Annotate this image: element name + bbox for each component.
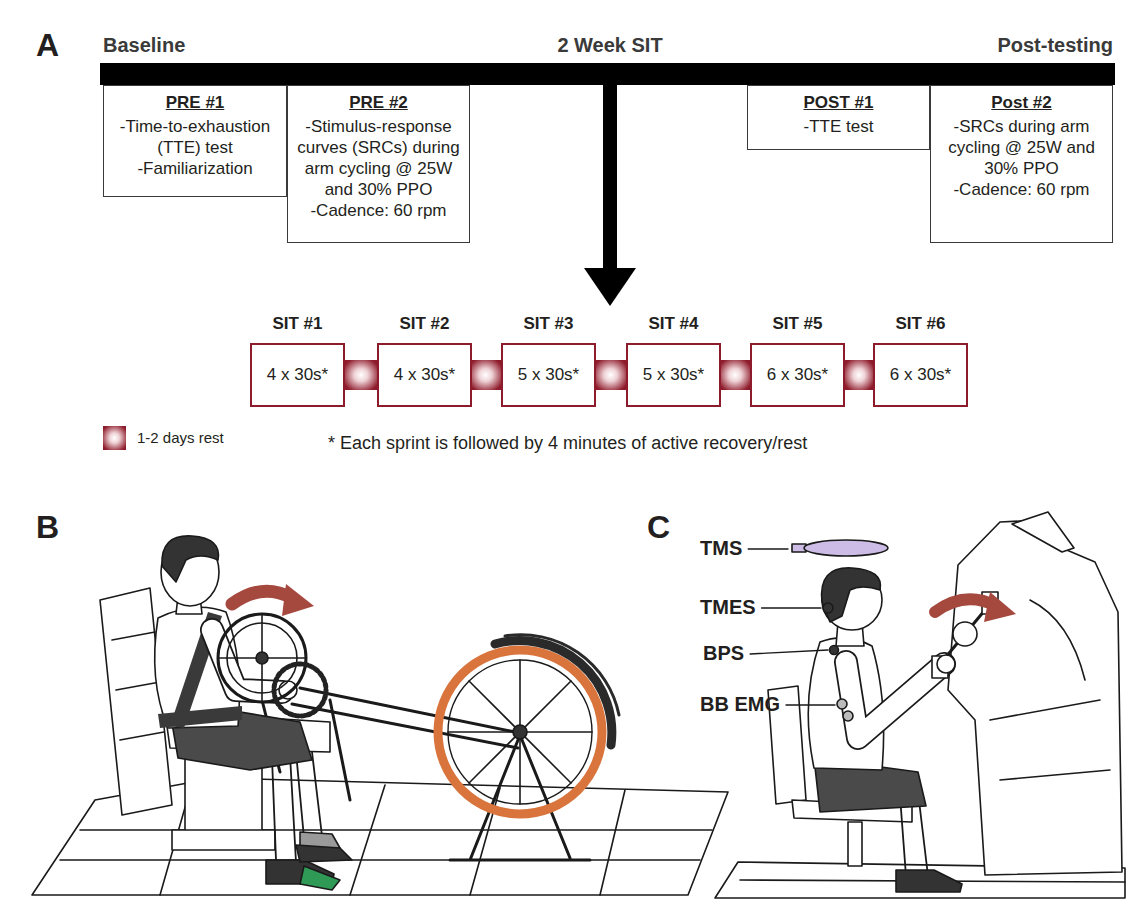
session-box: SIT #56 x 30s* bbox=[750, 343, 845, 407]
box-heading: SIT #2 bbox=[379, 312, 470, 336]
box-text: -Stimulus-response curves (SRCs) during … bbox=[292, 116, 465, 200]
box-heading: SIT #3 bbox=[503, 312, 594, 336]
panel-label: C bbox=[647, 508, 670, 546]
box-heading: PRE #2 bbox=[292, 92, 465, 114]
leader-line bbox=[750, 650, 828, 654]
box-text: 4 x 30s* bbox=[379, 365, 470, 385]
box-text: -TTE test bbox=[752, 116, 925, 137]
session-box: SIT #24 x 30s* bbox=[377, 343, 472, 407]
footnote: * Each sprint is followed by 4 minutes o… bbox=[328, 432, 807, 454]
protocol-box: PRE #2-Stimulus-response curves (SRCs) d… bbox=[287, 85, 470, 243]
box-text: -SRCs during arm cycling @ 25W and 30% P… bbox=[935, 116, 1108, 179]
box-heading: SIT #6 bbox=[875, 312, 966, 336]
timeline-bar bbox=[100, 63, 1115, 85]
callout-label: TMES bbox=[700, 595, 756, 619]
box-heading: POST #1 bbox=[752, 92, 925, 114]
leader-line bbox=[786, 704, 835, 705]
leader-line bbox=[748, 548, 788, 549]
box-heading: Post #2 bbox=[935, 92, 1108, 114]
callout-label: BPS bbox=[703, 641, 744, 665]
box-text: 6 x 30s* bbox=[752, 365, 843, 385]
box-text: 6 x 30s* bbox=[875, 365, 966, 385]
session-box: SIT #45 x 30s* bbox=[626, 343, 721, 407]
box-text: 5 x 30s* bbox=[503, 365, 594, 385]
box-heading: SIT #5 bbox=[752, 312, 843, 336]
protocol-box: Post #2-SRCs during arm cycling @ 25W an… bbox=[930, 85, 1113, 243]
legend-swatch bbox=[103, 426, 126, 450]
box-text: -Cadence: 60 rpm bbox=[935, 179, 1108, 200]
callout-label: BB EMG bbox=[700, 692, 780, 716]
protocol-box: POST #1-TTE test bbox=[747, 85, 930, 150]
box-text: 4 x 30s* bbox=[252, 365, 343, 385]
panel-label: A bbox=[36, 26, 59, 64]
session-box: SIT #35 x 30s* bbox=[501, 343, 596, 407]
box-text: -Familiarization bbox=[108, 158, 282, 179]
protocol-box: PRE #1-Time-to-exhaustion (TTE) test-Fam… bbox=[103, 85, 287, 197]
box-heading: SIT #1 bbox=[252, 312, 343, 336]
session-box: SIT #14 x 30s* bbox=[250, 343, 345, 407]
timeline-heading: Post-testing bbox=[900, 33, 1113, 57]
callout-label: TMS bbox=[700, 536, 742, 560]
arm-ergometer-side-view bbox=[32, 536, 728, 895]
box-heading: PRE #1 bbox=[108, 92, 282, 114]
box-text: -Cadence: 60 rpm bbox=[292, 200, 465, 221]
leader-line bbox=[762, 607, 821, 608]
legend-text: 1-2 days rest bbox=[137, 429, 224, 446]
down-arrow bbox=[584, 85, 636, 306]
session-box: SIT #66 x 30s* bbox=[873, 343, 968, 407]
box-heading: SIT #4 bbox=[628, 312, 719, 336]
panel-label: B bbox=[36, 508, 59, 546]
box-text: 5 x 30s* bbox=[628, 365, 719, 385]
box-text: -Time-to-exhaustion (TTE) test bbox=[108, 116, 282, 158]
timeline-heading: 2 Week SIT bbox=[460, 33, 760, 57]
timeline-heading: Baseline bbox=[103, 33, 185, 57]
